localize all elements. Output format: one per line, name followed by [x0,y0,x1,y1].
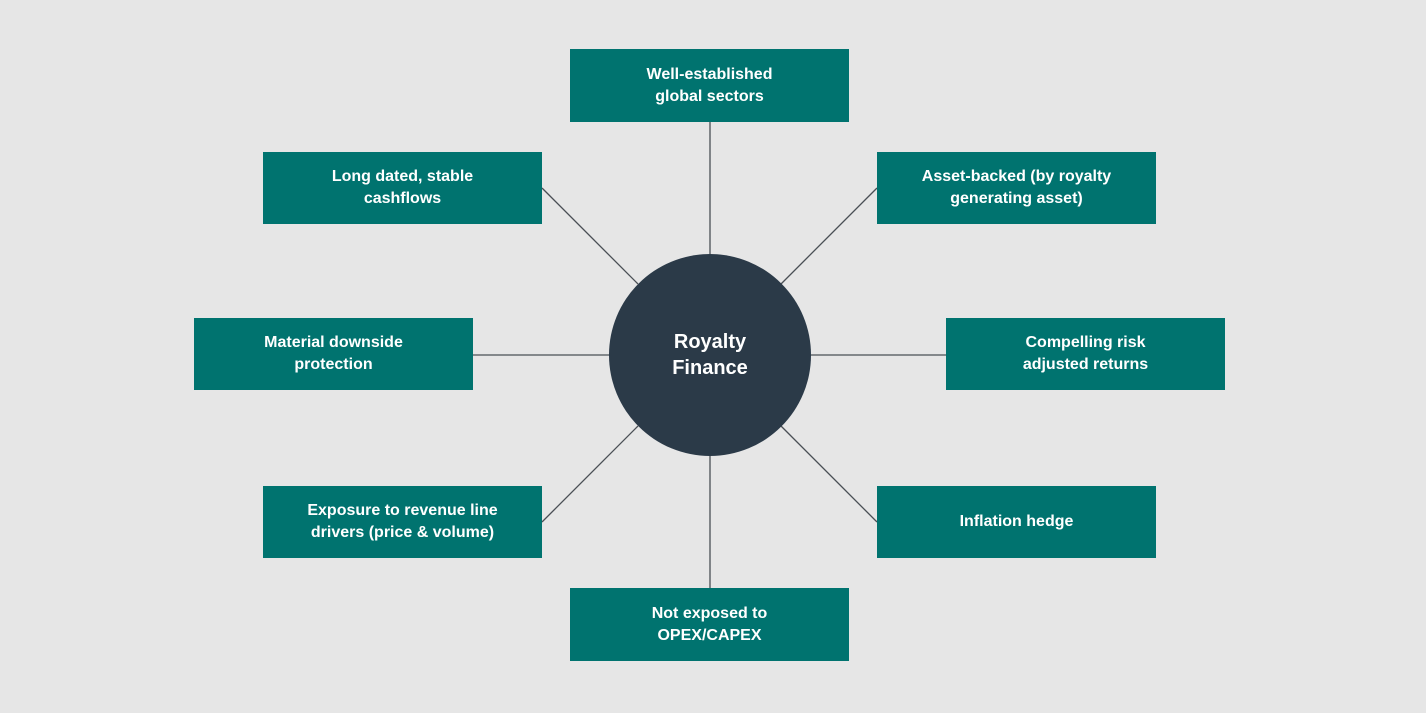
node-bottom-right: Inflation hedge [877,486,1156,558]
connector-top-right [780,187,878,285]
node-label: Asset-backed (by royalty generating asse… [921,168,1112,207]
connector-bottom-right [780,425,878,523]
node-label: Material downside protection [264,334,403,373]
connector-top-left [541,187,639,285]
node-right: Compelling risk adjusted returns [946,318,1225,390]
node-top: Well-established global sectors [570,49,849,122]
center-label: Royalty Finance [672,331,748,379]
node-left: Material downside protection [194,318,473,390]
node-label: Long dated, stable cashflows [331,168,474,207]
node-top-left: Long dated, stable cashflows [263,152,542,224]
node-label: Not exposed to OPEX/CAPEX [651,604,768,644]
node-bottom-left: Exposure to revenue line drivers (price … [263,486,542,558]
connector-bottom-left [541,425,639,523]
node-label: Well-established global sectors [646,65,773,105]
node-top-right: Asset-backed (by royalty generating asse… [877,152,1156,224]
node-label: Compelling risk adjusted returns [1022,334,1149,373]
center-hub: Royalty Finance [609,254,811,456]
node-label: Exposure to revenue line drivers (price … [307,502,498,541]
node-bottom: Not exposed to OPEX/CAPEX [570,588,849,661]
node-label: Inflation hedge [959,513,1074,530]
